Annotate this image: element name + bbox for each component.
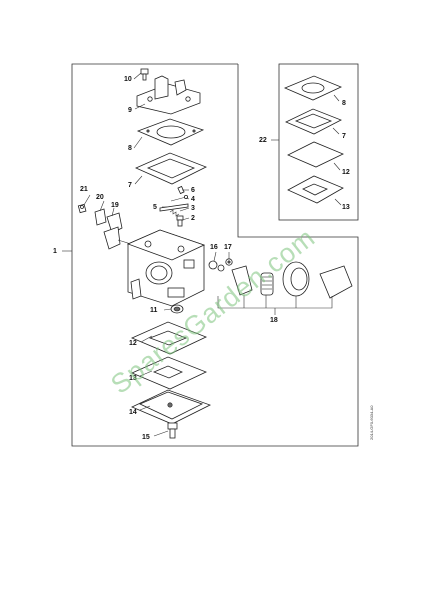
carburetor-body xyxy=(126,229,206,307)
label-3: 3 xyxy=(191,205,195,212)
part-3-spring xyxy=(169,209,180,217)
label-12: 12 xyxy=(129,340,137,347)
label-17: 17 xyxy=(224,244,232,251)
part-5-lever xyxy=(159,203,189,212)
label-4: 4 xyxy=(191,196,195,203)
part-14-metering-cover xyxy=(131,389,212,425)
label-21: 21 xyxy=(80,186,88,193)
label-18: 18 xyxy=(270,317,278,324)
part-12-gasket xyxy=(130,321,208,355)
kit-label-13: 13 xyxy=(342,204,350,211)
part-9-pump-cover xyxy=(136,75,201,115)
part-17-washer xyxy=(225,258,233,266)
part-2-screw xyxy=(176,215,184,227)
label-20: 20 xyxy=(96,194,104,201)
label-22: 22 xyxy=(259,137,267,144)
part-7-gasket xyxy=(135,152,207,185)
part-4-inlet-needle xyxy=(170,194,188,202)
main-assembly-frame xyxy=(71,63,359,447)
label-19: 19 xyxy=(111,202,119,209)
part-6-pin xyxy=(177,185,185,195)
label-1: 1 xyxy=(53,248,57,255)
label-2: 2 xyxy=(191,215,195,222)
part-15-screw xyxy=(167,422,178,439)
label-8: 8 xyxy=(128,145,132,152)
kit-part-13-metering-diaphragm xyxy=(287,175,344,204)
label-9: 9 xyxy=(128,107,132,114)
part-10-screw xyxy=(140,68,149,81)
label-7: 7 xyxy=(128,182,132,189)
kit-part-7-gasket xyxy=(285,108,342,135)
label-10: 10 xyxy=(124,76,132,83)
label-13: 13 xyxy=(129,375,137,382)
kit-label-8: 8 xyxy=(342,100,346,107)
part-number-labels: 10 9 8 7 6 4 3 5 2 21 20 19 1 11 12 13 1… xyxy=(53,76,350,441)
kit-part-8-pump-diaphragm xyxy=(283,75,343,101)
leader-lines xyxy=(62,72,342,437)
diagram-frames xyxy=(71,63,359,447)
label-15: 15 xyxy=(142,434,150,441)
label-6: 6 xyxy=(191,187,195,194)
label-14: 14 xyxy=(129,409,137,416)
label-5: 5 xyxy=(153,204,157,211)
part-8-pump-diaphragm xyxy=(136,118,205,146)
part-18-adjuster-set xyxy=(231,261,353,299)
part-21-screw xyxy=(77,203,87,214)
label-16: 16 xyxy=(210,244,218,251)
kit-part-12-gasket xyxy=(287,141,344,168)
kit-label-12: 12 xyxy=(342,169,350,176)
label-11: 11 xyxy=(150,307,158,314)
part-11-screen xyxy=(170,304,184,314)
part-19-throttle-shaft xyxy=(103,212,132,250)
kit-label-7: 7 xyxy=(342,133,346,140)
repair-kit-frame xyxy=(278,63,359,221)
drawing-code: 2014-GF0-6034-A0 xyxy=(369,405,374,440)
part-20-clamp xyxy=(94,208,107,226)
part-16-limiter-cap xyxy=(208,260,225,272)
part-13-metering-diaphragm xyxy=(130,356,208,390)
